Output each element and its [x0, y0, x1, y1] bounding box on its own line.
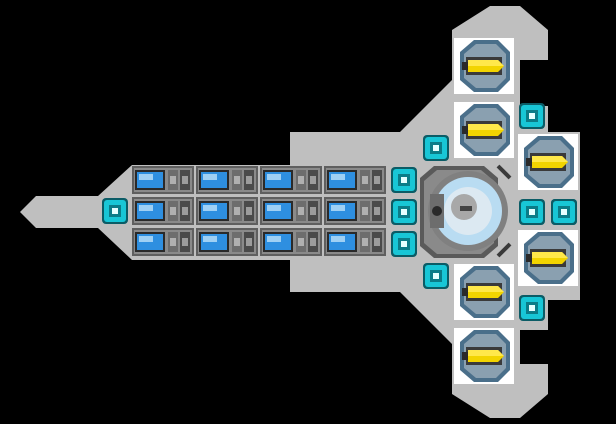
storage-pod-icon[interactable]: [132, 228, 194, 256]
storage-pod-icon[interactable]: [196, 228, 258, 256]
thruster-node-icon[interactable]: [391, 199, 417, 225]
turret-icon[interactable]: [454, 38, 514, 94]
storage-pod-icon[interactable]: [324, 228, 386, 256]
turret-icon[interactable]: [454, 102, 514, 158]
thruster-node-icon[interactable]: [519, 103, 545, 129]
thruster-node-icon[interactable]: [102, 198, 128, 224]
thruster-node-icon[interactable]: [519, 295, 545, 321]
turret-icon[interactable]: [454, 264, 514, 320]
storage-pod-icon[interactable]: [196, 166, 258, 194]
storage-pod-icon[interactable]: [260, 166, 322, 194]
reactor-core-icon[interactable]: [420, 164, 512, 258]
storage-pod-icon[interactable]: [260, 197, 322, 225]
thruster-node-icon[interactable]: [391, 167, 417, 193]
thruster-node-icon[interactable]: [423, 263, 449, 289]
storage-pod-icon[interactable]: [132, 197, 194, 225]
thruster-node-icon[interactable]: [551, 199, 577, 225]
storage-pod-icon[interactable]: [324, 166, 386, 194]
turret-icon[interactable]: [454, 328, 514, 384]
thruster-node-icon[interactable]: [519, 199, 545, 225]
thruster-node-icon[interactable]: [391, 231, 417, 257]
storage-pod-icon[interactable]: [324, 197, 386, 225]
turret-icon[interactable]: [518, 230, 578, 286]
storage-pod-icon[interactable]: [196, 197, 258, 225]
thruster-node-icon[interactable]: [423, 135, 449, 161]
storage-pod-icon[interactable]: [132, 166, 194, 194]
turret-icon[interactable]: [518, 134, 578, 190]
storage-pod-icon[interactable]: [260, 228, 322, 256]
